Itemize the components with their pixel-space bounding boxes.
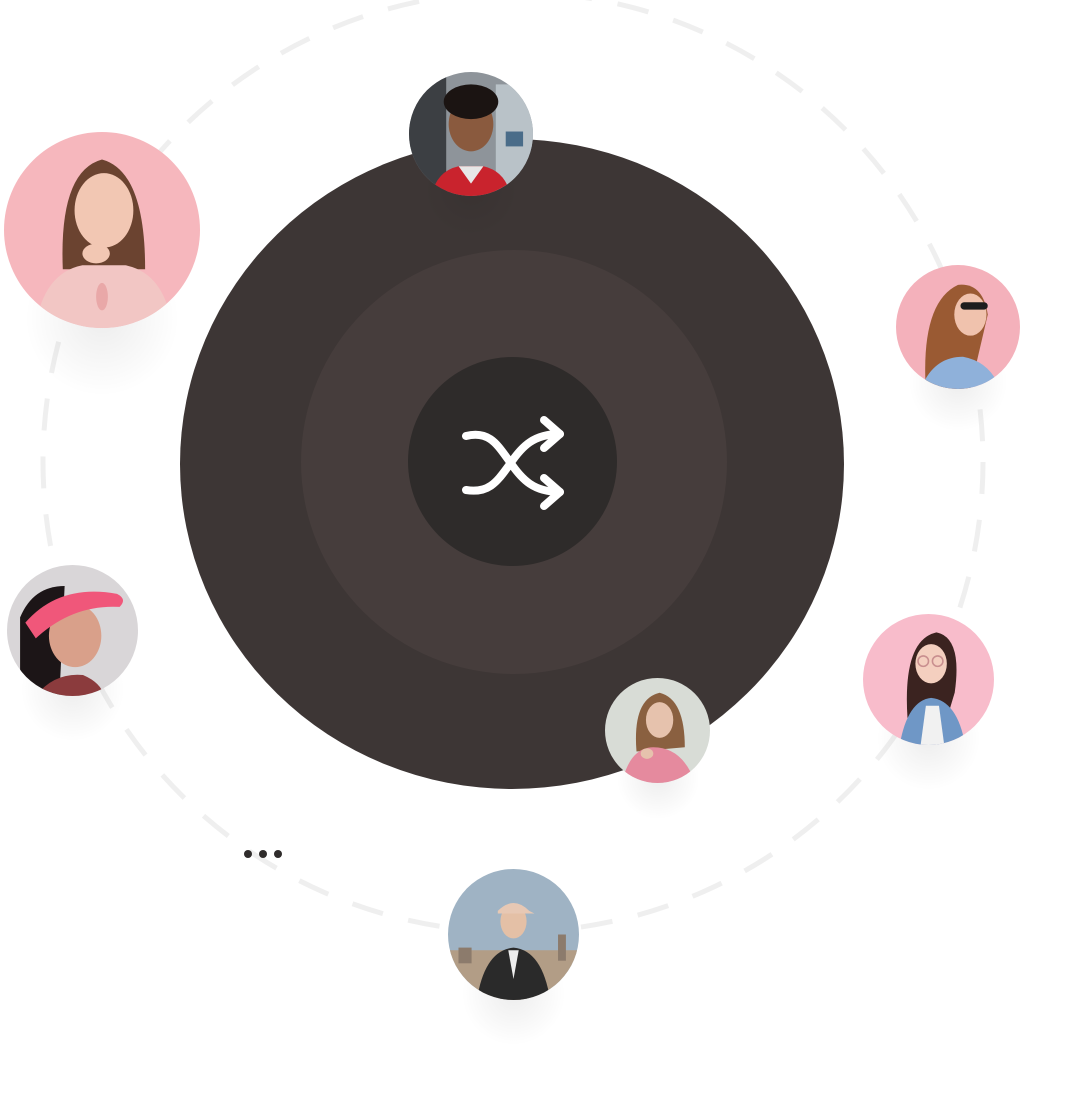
avatar-woman-pink-visor[interactable] [7,565,138,742]
avatar-photo [605,678,710,783]
shuffle-icon [461,415,564,510]
dot [259,850,267,858]
avatar-man-cap-city[interactable] [448,869,579,1046]
avatar-woman-sunglasses[interactable] [896,265,1020,433]
avatar-photo [863,614,994,745]
avatar-photo [4,132,200,328]
avatar-photo [896,265,1020,389]
avatar-woman-pink-top[interactable] [605,678,710,820]
shuffle-button[interactable] [408,357,617,566]
avatar-young-man-red-jacket[interactable] [409,72,533,240]
avatar-woman-glasses-denim[interactable] [863,614,994,791]
more-dots-icon[interactable] [244,846,282,862]
avatar-photo [409,72,533,196]
avatar-photo [7,565,138,696]
avatar-woman-pink-blouse[interactable] [4,132,200,397]
dot [274,850,282,858]
avatar-photo [448,869,579,1000]
dot [244,850,252,858]
